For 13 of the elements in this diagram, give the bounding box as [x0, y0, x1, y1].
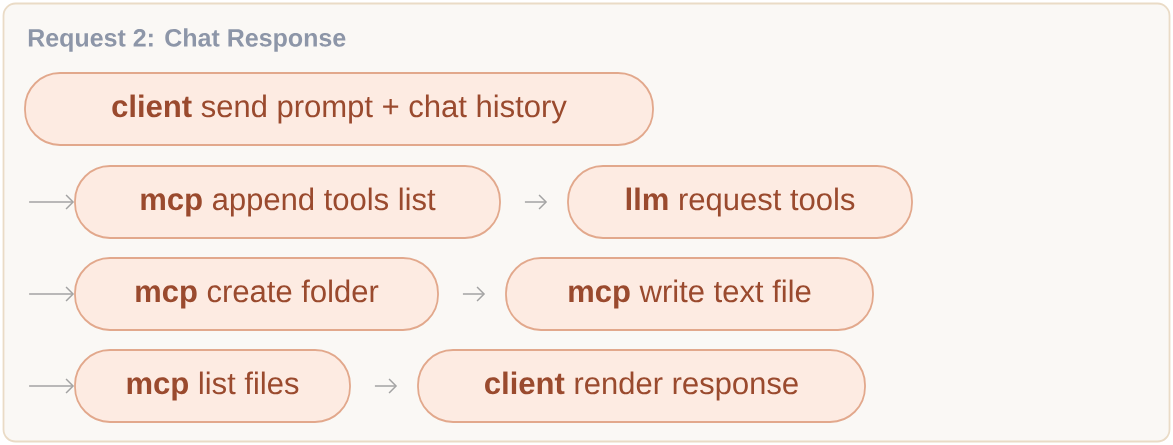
pill: mcp append tools list	[74, 165, 501, 239]
arrow	[28, 286, 75, 302]
pill: mcp create folder	[74, 257, 439, 331]
arrow	[28, 194, 75, 210]
arrow	[374, 378, 398, 394]
pill: llm request tools	[567, 165, 913, 239]
arrow	[28, 378, 75, 394]
arrow	[462, 286, 486, 302]
pill: mcp write text file	[505, 257, 874, 331]
pill: mcp list files	[74, 349, 351, 423]
arrow	[524, 194, 548, 210]
pill: client send prompt + chat history	[24, 72, 654, 146]
pill: client render response	[417, 349, 866, 423]
